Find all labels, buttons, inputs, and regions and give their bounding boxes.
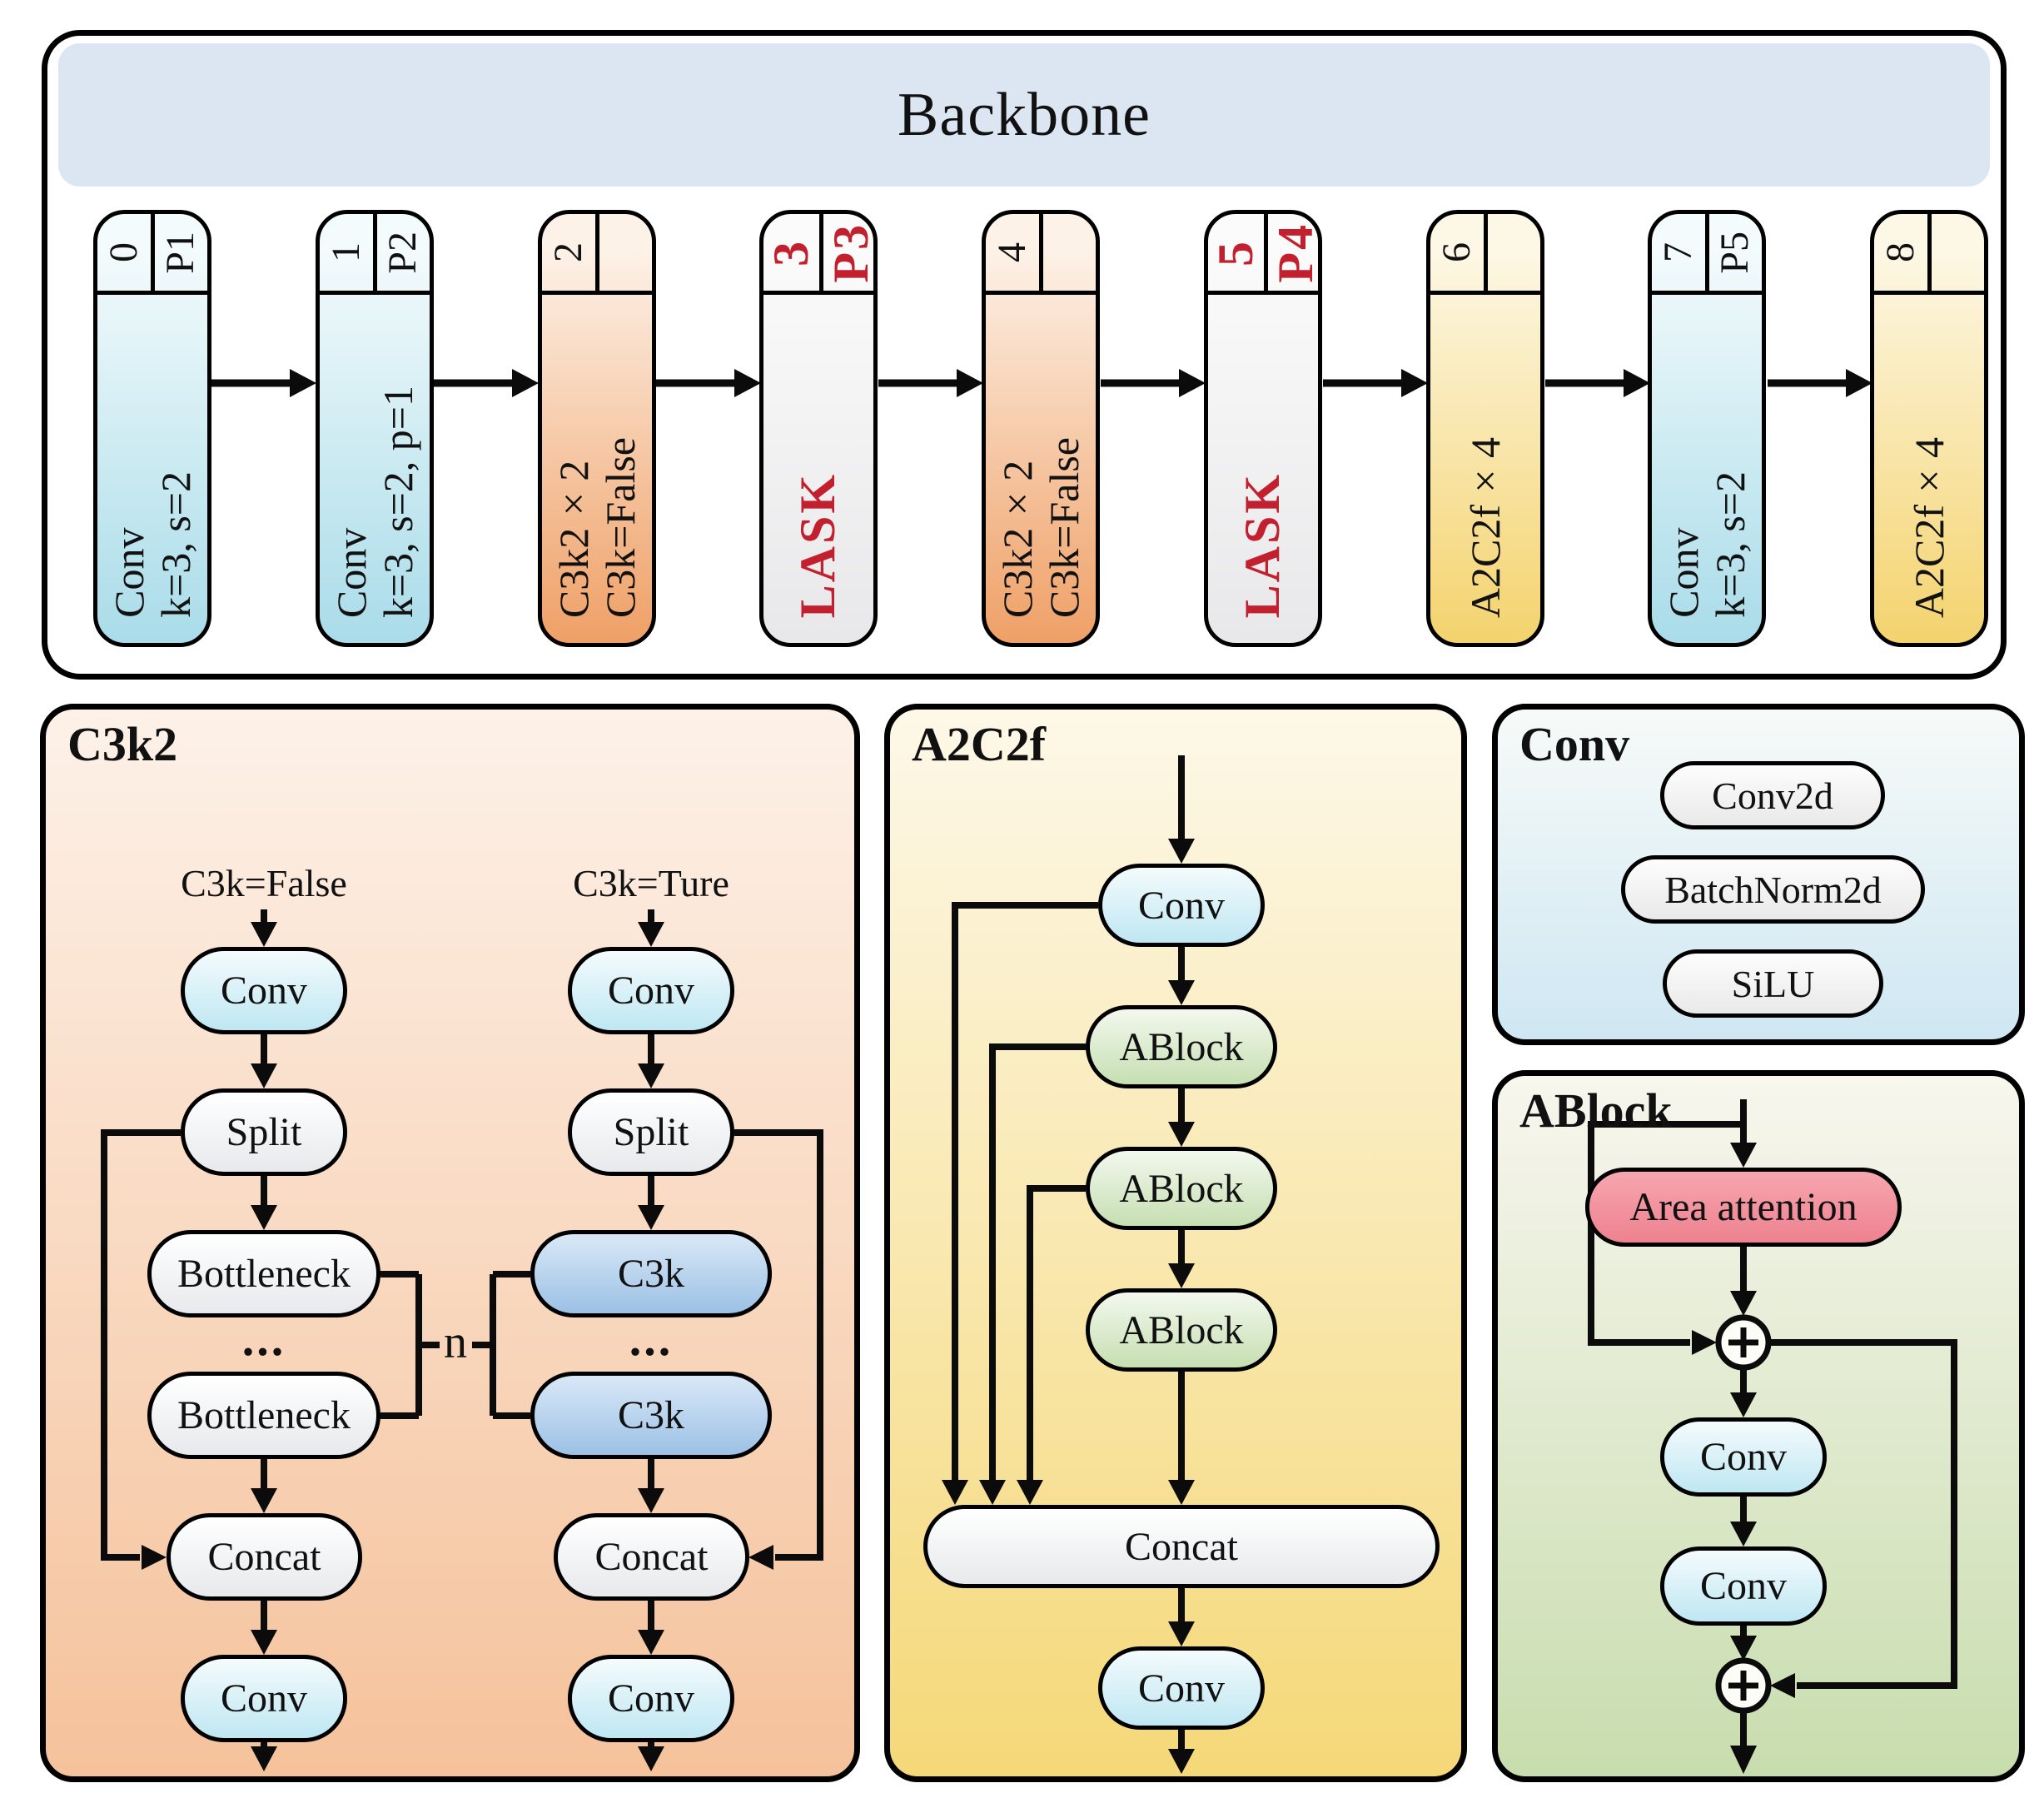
block-header: 3 P3: [763, 214, 873, 295]
flow-node-bottleneck: Bottleneck: [147, 1230, 380, 1317]
c3k2-wires: [101, 909, 823, 1771]
backbone-block-6-a2c2f: 6 A2C2f×4: [1426, 210, 1544, 647]
flow-node-c3k: C3k: [530, 1372, 772, 1459]
flow-node-split: Split: [568, 1088, 734, 1176]
block-stage: [1043, 214, 1097, 291]
repeat-ellipsis: ...: [629, 1312, 674, 1366]
flow-node-conv: Conv: [181, 947, 347, 1034]
block-stage: P1: [158, 231, 203, 274]
block-index: 6: [1430, 214, 1488, 291]
backbone-header: Backbone: [58, 43, 1990, 187]
flow-node-conv: Conv: [568, 1655, 734, 1742]
block-index: 2: [542, 214, 599, 291]
flow-node-conv: Conv: [1098, 1646, 1265, 1730]
block-stage: [1488, 214, 1541, 291]
backbone-flow-arrows: [211, 369, 1872, 397]
flow-node-conv2d: Conv2d: [1660, 761, 1885, 829]
branch-label-c3k-true: C3k=Ture: [573, 862, 729, 904]
flow-node-conv: Conv: [568, 947, 734, 1034]
flow-node-ablock: ABlock: [1086, 1147, 1277, 1230]
c3k2-detail-panel: C3k2: [40, 704, 860, 1782]
block-header: 6: [1430, 214, 1540, 295]
flow-node-conv: Conv: [1098, 864, 1265, 947]
block-stage: P3: [823, 222, 878, 283]
repeat-count-label: n: [444, 1317, 467, 1368]
flow-node-conv: Conv: [1660, 1546, 1827, 1626]
flow-node-ablock: ABlock: [1086, 1288, 1277, 1372]
backbone-title: Backbone: [898, 80, 1151, 149]
add-icon: [1715, 1657, 1772, 1714]
block-header: 7 P5: [1652, 214, 1762, 295]
block-index: 5: [1208, 214, 1269, 291]
flow-node-conv: Conv: [181, 1655, 347, 1742]
panel-title-ablock: ABlock: [1519, 1083, 1673, 1138]
flow-node-batchnorm2d: BatchNorm2d: [1621, 855, 1925, 924]
block-index: 1: [320, 214, 377, 291]
branch-label-c3k-false: C3k=False: [181, 862, 347, 904]
block-header: 4: [986, 214, 1096, 295]
a2c2f-detail-panel: A2C2f Conv ABlock ABlock ABlock Concat C…: [884, 704, 1467, 1782]
flow-node-concat: Concat: [923, 1505, 1440, 1588]
panel-title-conv: Conv: [1519, 717, 1630, 771]
panel-title-c3k2: C3k2: [67, 717, 178, 771]
panel-title-a2c2f: A2C2f: [912, 717, 1047, 771]
block-label: LASK: [790, 471, 846, 618]
block-stage: P2: [380, 231, 425, 274]
flow-node-ablock: ABlock: [1086, 1005, 1277, 1088]
a2c2f-wires: [942, 755, 1195, 1774]
block-label: LASK: [1235, 471, 1291, 618]
ablock-wires: [1588, 1099, 1957, 1774]
backbone-block-8-a2c2f: 8 A2C2f×4: [1870, 210, 1988, 647]
block-header: 2: [542, 214, 652, 295]
block-stage: P5: [1713, 231, 1758, 274]
block-header: 1 P2: [320, 214, 430, 295]
block-index: 8: [1874, 214, 1932, 291]
backbone-block-5-lask: 5 P4 LASK: [1204, 210, 1322, 647]
block-index: 4: [986, 214, 1043, 291]
block-header: 5 P4: [1208, 214, 1318, 295]
flow-node-conv: Conv: [1660, 1417, 1827, 1497]
ablock-detail-panel: ABlock Area attention Conv Conv: [1492, 1070, 2025, 1782]
block-header: 8: [1874, 214, 1984, 295]
block-label: A2C2f×4: [1906, 436, 1952, 618]
repeat-ellipsis: ...: [241, 1312, 286, 1366]
block-stage: P4: [1268, 222, 1322, 283]
flow-node-area-attention: Area attention: [1585, 1168, 1902, 1247]
flow-node-bottleneck: Bottleneck: [147, 1372, 380, 1459]
backbone-block-3-lask: 3 P3 LASK: [759, 210, 878, 647]
flow-node-split: Split: [181, 1088, 347, 1176]
block-index: 7: [1652, 214, 1709, 291]
block-label: A2C2f×4: [1462, 436, 1509, 618]
add-icon: [1715, 1314, 1772, 1371]
flow-node-c3k: C3k: [530, 1230, 772, 1317]
flow-node-silu: SiLU: [1663, 949, 1883, 1018]
block-index: 0: [97, 214, 155, 291]
block-index: 3: [763, 214, 824, 291]
block-stage: [1932, 214, 1985, 291]
flow-node-concat: Concat: [554, 1513, 749, 1601]
block-stage: [599, 214, 653, 291]
conv-detail-panel: Conv Conv2d BatchNorm2d SiLU: [1492, 704, 2025, 1045]
block-header: 0 P1: [97, 214, 207, 295]
flow-node-concat: Concat: [167, 1513, 362, 1601]
